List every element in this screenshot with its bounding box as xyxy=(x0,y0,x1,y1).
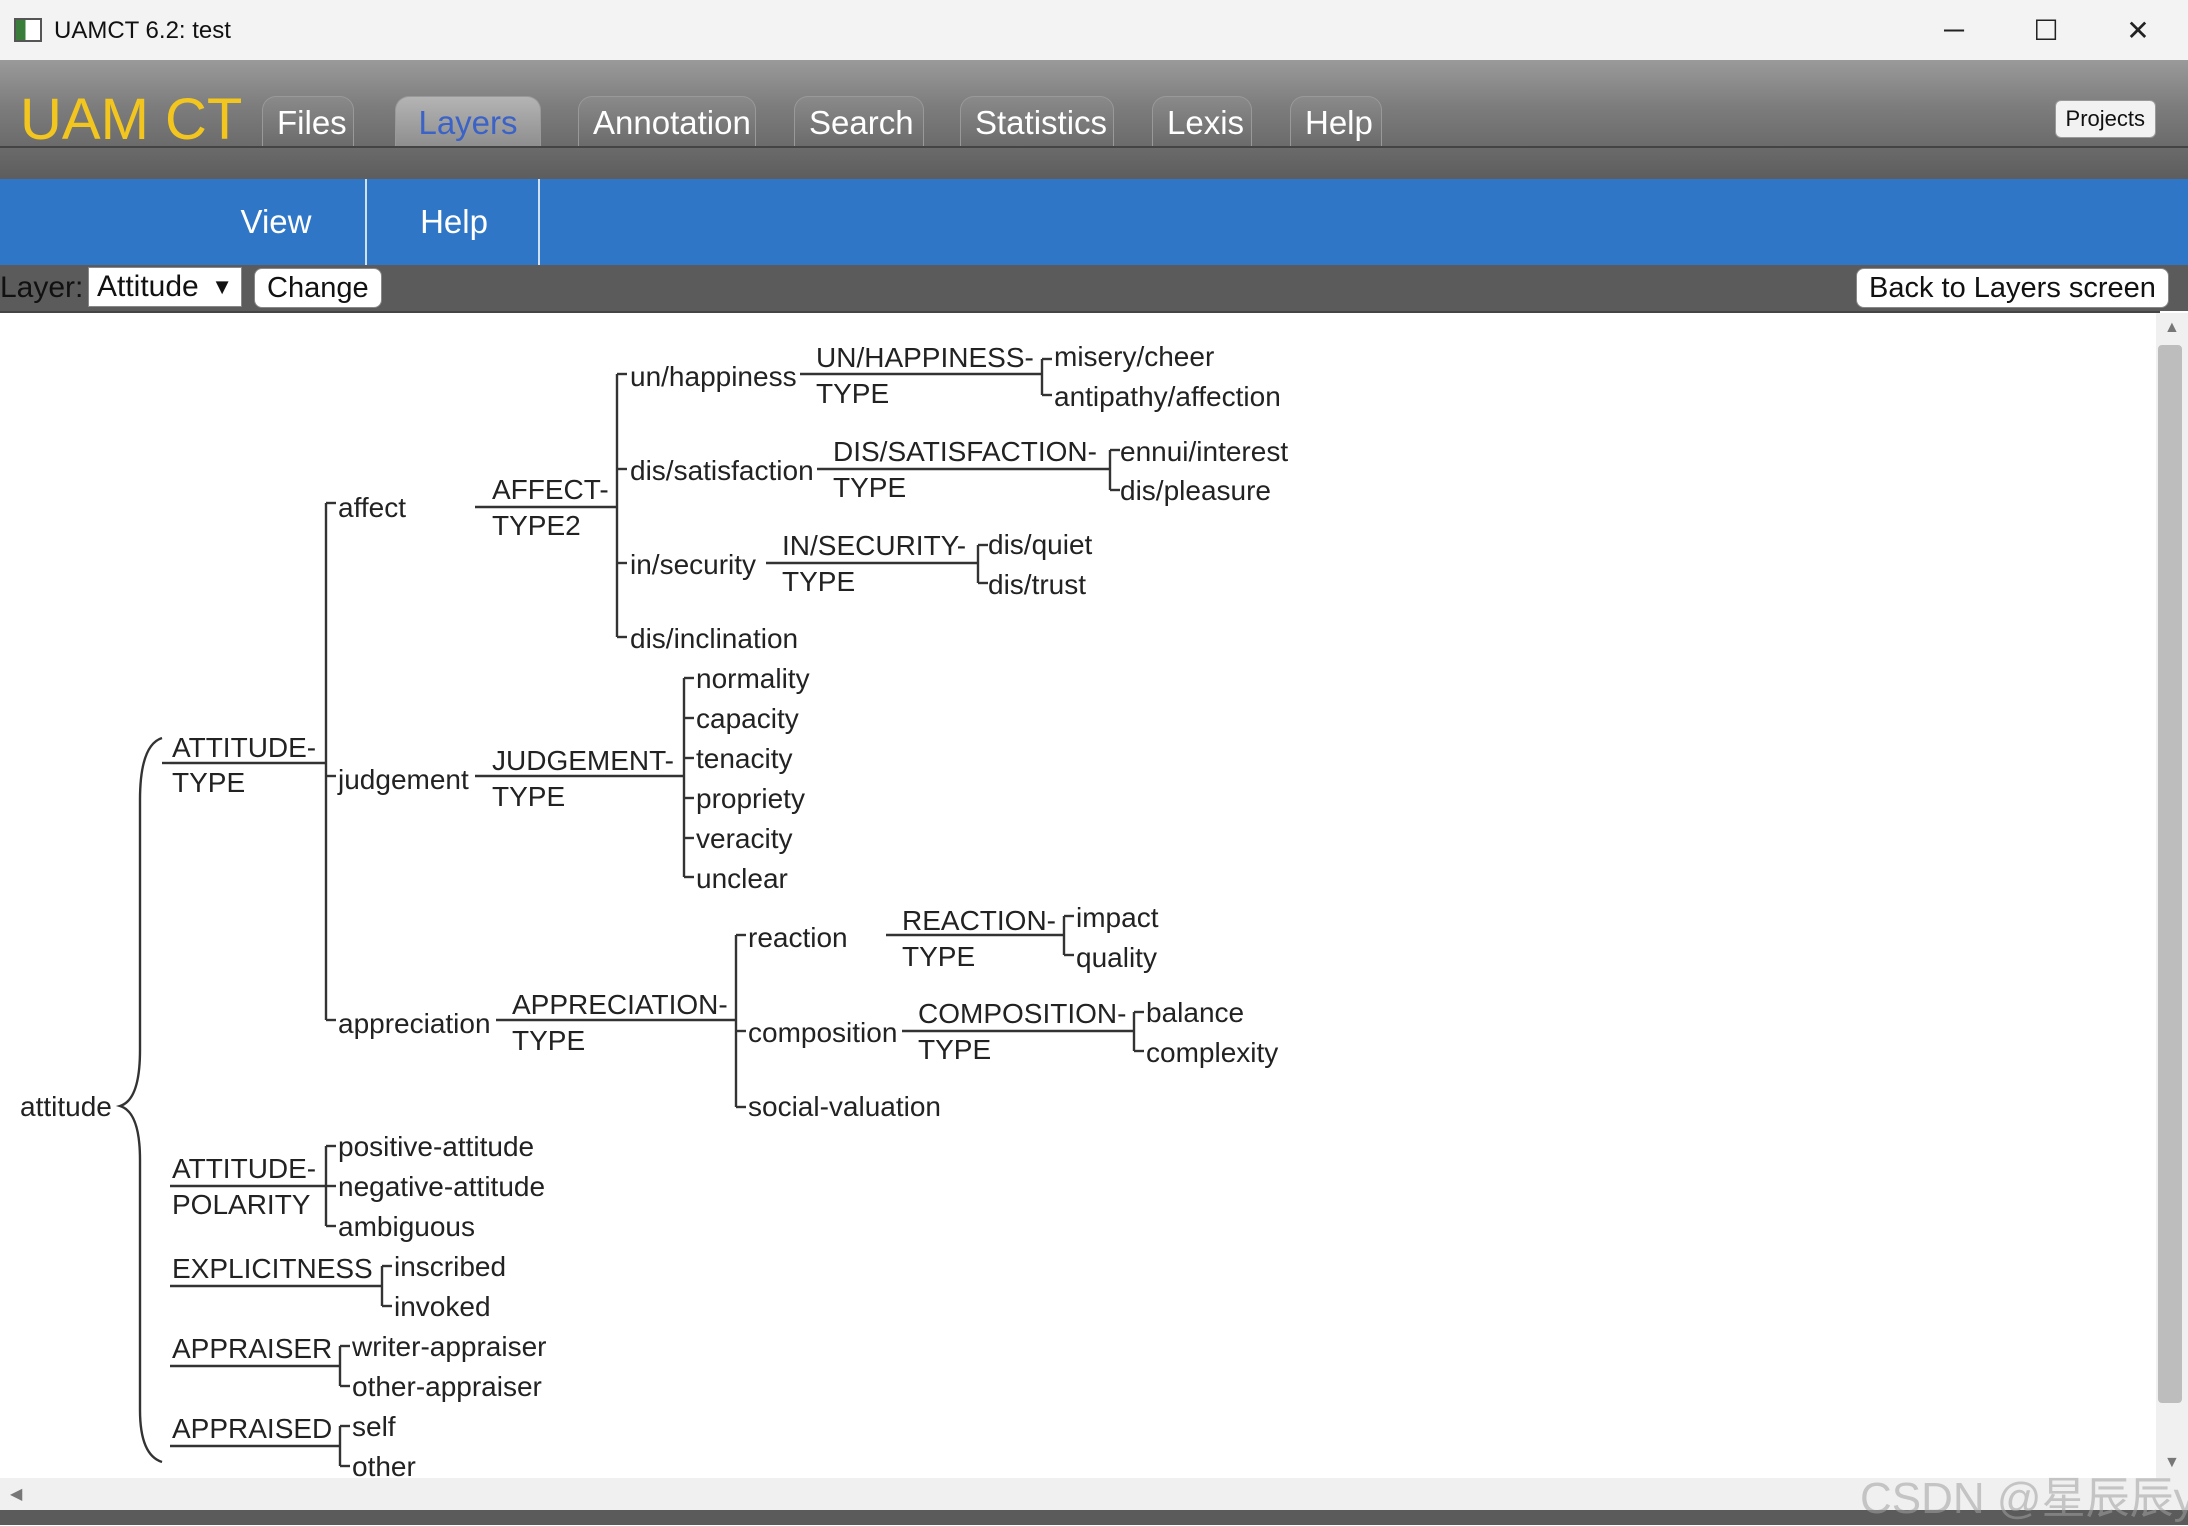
feature-in-security[interactable]: in/security xyxy=(630,549,756,580)
feature-tenacity[interactable]: tenacity xyxy=(696,743,793,774)
vertical-scroll-thumb[interactable] xyxy=(2158,345,2182,1403)
main-menu-bar: UAM CT Files Layers Annotation Search St… xyxy=(0,60,2188,179)
feature-negative-attitude[interactable]: negative-attitude xyxy=(338,1171,545,1202)
feature-inscribed[interactable]: inscribed xyxy=(394,1251,506,1282)
feature-other[interactable]: other xyxy=(352,1451,416,1478)
menu-help[interactable]: Help xyxy=(1290,96,1382,148)
feature-dis-inclination[interactable]: dis/inclination xyxy=(630,623,798,654)
feature-unclear[interactable]: unclear xyxy=(696,863,788,894)
scroll-down-icon[interactable]: ▼ xyxy=(2164,1454,2180,1471)
feature-quality[interactable]: quality xyxy=(1076,942,1157,973)
back-to-layers-button[interactable]: Back to Layers screen xyxy=(1856,268,2169,308)
status-bar xyxy=(0,1510,2188,1525)
window-title: UAMCT 6.2: test xyxy=(54,17,231,44)
root-brace xyxy=(115,736,163,1464)
system-reaction-type-2: TYPE xyxy=(902,941,975,972)
feature-judgement[interactable]: judgement xyxy=(337,764,469,795)
dropdown-arrow-icon: ▼ xyxy=(211,274,233,299)
system-attitude-polarity-1[interactable]: ATTITUDE- xyxy=(172,1153,316,1184)
feature-dis-satisfaction[interactable]: dis/satisfaction xyxy=(630,455,814,486)
feature-ambiguous[interactable]: ambiguous xyxy=(338,1211,475,1242)
scroll-up-icon[interactable]: ▲ xyxy=(2164,319,2180,336)
system-unhappiness-type-2: TYPE xyxy=(816,378,889,409)
feature-dis-quiet[interactable]: dis/quiet xyxy=(988,529,1093,560)
system-insecurity-type-1[interactable]: IN/SECURITY- xyxy=(782,530,966,561)
system-insecurity-type-2: TYPE xyxy=(782,566,855,597)
layer-label: Layer: xyxy=(0,271,84,304)
feature-antipathy-affection[interactable]: antipathy/affection xyxy=(1054,381,1281,412)
layer-select-value: Attitude xyxy=(97,270,199,303)
system-explicitness[interactable]: EXPLICITNESS xyxy=(172,1253,373,1284)
system-judgement-type-1[interactable]: JUDGEMENT- xyxy=(492,745,674,776)
submenu-divider xyxy=(365,179,367,265)
change-button[interactable]: Change xyxy=(254,268,382,308)
feature-misery-cheer[interactable]: misery/cheer xyxy=(1054,341,1214,372)
system-composition-type-2: TYPE xyxy=(918,1034,991,1065)
watermark: CSDN @星辰辰ya xyxy=(1860,1474,2188,1523)
feature-normality[interactable]: normality xyxy=(696,663,810,694)
system-unhappiness-type-1[interactable]: UN/HAPPINESS- xyxy=(816,342,1034,373)
menu-lexis[interactable]: Lexis xyxy=(1152,96,1252,148)
feature-impact[interactable]: impact xyxy=(1076,902,1159,933)
feature-propriety[interactable]: propriety xyxy=(696,783,805,814)
feature-dis-pleasure[interactable]: dis/pleasure xyxy=(1120,475,1271,506)
system-reaction-type-1[interactable]: REACTION- xyxy=(902,905,1056,936)
feature-appreciation[interactable]: appreciation xyxy=(338,1008,491,1039)
scroll-left-icon[interactable]: ◀ xyxy=(10,1486,23,1503)
feature-positive-attitude[interactable]: positive-attitude xyxy=(338,1131,534,1162)
system-appreciation-type-1[interactable]: APPRECIATION- xyxy=(512,989,728,1020)
system-dissatisfaction-type-2: TYPE xyxy=(833,472,906,503)
feature-composition[interactable]: composition xyxy=(748,1017,897,1048)
feature-complexity[interactable]: complexity xyxy=(1146,1037,1278,1068)
sub-menu-bar: View Help xyxy=(0,179,2188,265)
layer-select[interactable]: Attitude ▼ xyxy=(88,267,242,307)
system-network: attitude ATTITUDE- TYPE affect judgement… xyxy=(20,341,1288,1478)
submenu-divider xyxy=(538,179,540,265)
projects-button[interactable]: Projects xyxy=(2054,100,2156,138)
system-judgement-type-2: TYPE xyxy=(492,781,565,812)
system-appreciation-type-2: TYPE xyxy=(512,1025,585,1056)
feature-reaction[interactable]: reaction xyxy=(748,922,848,953)
maximize-button[interactable]: ☐ xyxy=(2033,14,2059,46)
menu-divider xyxy=(0,146,2188,148)
feature-ennui-interest[interactable]: ennui/interest xyxy=(1120,436,1288,467)
system-attitude-polarity-2: POLARITY xyxy=(172,1189,311,1220)
system-composition-type-1[interactable]: COMPOSITION- xyxy=(918,998,1126,1029)
system-attitude-type-1[interactable]: ATTITUDE- xyxy=(172,732,316,763)
feature-social-valuation[interactable]: social-valuation xyxy=(748,1091,941,1122)
feature-dis-trust[interactable]: dis/trust xyxy=(988,569,1086,600)
feature-attitude[interactable]: attitude xyxy=(20,1091,112,1122)
app-icon xyxy=(14,18,42,42)
menu-statistics[interactable]: Statistics xyxy=(960,96,1114,148)
feature-invoked[interactable]: invoked xyxy=(394,1291,491,1322)
layer-toolbar: Layer: Attitude ▼ Change Back to Layers … xyxy=(0,265,2188,311)
menu-search[interactable]: Search xyxy=(794,96,924,148)
feature-veracity[interactable]: veracity xyxy=(696,823,792,854)
minimize-button[interactable]: ─ xyxy=(1944,14,1964,45)
menu-files[interactable]: Files xyxy=(262,96,354,148)
feature-other-appraiser[interactable]: other-appraiser xyxy=(352,1371,542,1402)
feature-writer-appraiser[interactable]: writer-appraiser xyxy=(351,1331,547,1362)
feature-balance[interactable]: balance xyxy=(1146,997,1244,1028)
system-appraiser[interactable]: APPRAISER xyxy=(172,1333,332,1364)
close-button[interactable]: ✕ xyxy=(2126,14,2150,46)
system-affect-type2-1[interactable]: AFFECT- xyxy=(492,474,609,505)
feature-capacity[interactable]: capacity xyxy=(696,703,799,734)
feature-affect[interactable]: affect xyxy=(338,492,406,523)
feature-self[interactable]: self xyxy=(352,1411,396,1442)
app-logo: UAM CT xyxy=(20,87,243,152)
submenu-help[interactable]: Help xyxy=(420,203,488,240)
horizontal-scrollbar[interactable]: ◀ xyxy=(0,1478,2188,1510)
window-titlebar: UAMCT 6.2: test ─ ☐ ✕ xyxy=(0,0,2188,61)
system-dissatisfaction-type-1[interactable]: DIS/SATISFACTION- xyxy=(833,436,1097,467)
submenu-view[interactable]: View xyxy=(240,203,312,240)
menu-layers[interactable]: Layers xyxy=(395,96,541,148)
feature-un-happiness[interactable]: un/happiness xyxy=(630,361,797,392)
system-attitude-type-2: TYPE xyxy=(172,767,245,798)
system-appraised[interactable]: APPRAISED xyxy=(172,1413,332,1444)
system-affect-type2-2: TYPE2 xyxy=(492,510,581,541)
menu-annotation[interactable]: Annotation xyxy=(578,96,756,148)
